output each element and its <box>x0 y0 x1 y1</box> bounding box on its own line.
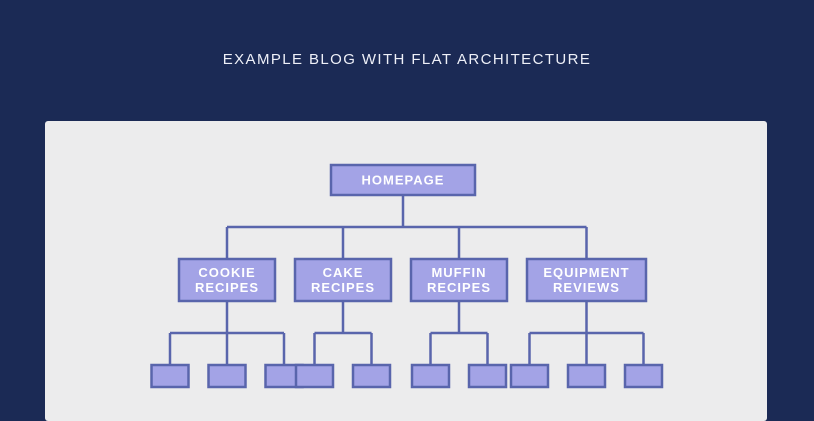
category-label-3-line-2: RECIPES <box>427 280 491 295</box>
page-node-1-2 <box>207 363 247 389</box>
category-label-1-line-1: COOKIE <box>198 265 255 280</box>
page-node-3-2 <box>467 363 508 389</box>
nodes: HOMEPAGECOOKIERECIPESCAKERECIPESMUFFINRE… <box>150 163 664 389</box>
site-architecture-diagram: HOMEPAGECOOKIERECIPESCAKERECIPESMUFFINRE… <box>150 163 664 389</box>
page-node-3-1 <box>410 363 451 389</box>
category-label-4-line-1: EQUIPMENT <box>543 265 629 280</box>
connectors <box>168 195 645 365</box>
page-node-4-3 <box>623 363 664 389</box>
homepage-node <box>329 163 477 197</box>
page-node-1-1 <box>150 363 190 389</box>
homepage-label-line-1: HOMEPAGE <box>362 173 445 188</box>
category-label-2-line-2: RECIPES <box>311 280 375 295</box>
category-node-3 <box>409 257 509 303</box>
diagram-title: EXAMPLE BLOG WITH FLAT ARCHITECTURE <box>222 51 592 68</box>
category-label-1-line-2: RECIPES <box>195 280 259 295</box>
page-node-2-2 <box>351 363 392 389</box>
page-node-4-2 <box>566 363 607 389</box>
category-label-2-line-1: CAKE <box>323 265 364 280</box>
category-label-4-line-2: REVIEWS <box>553 280 620 295</box>
category-label-3-line-1: MUFFIN <box>431 265 486 280</box>
page-node-2-1 <box>294 363 335 389</box>
page-node-4-1 <box>509 363 550 389</box>
category-node-2 <box>293 257 393 303</box>
category-node-4 <box>525 257 648 303</box>
category-node-1 <box>177 257 277 303</box>
